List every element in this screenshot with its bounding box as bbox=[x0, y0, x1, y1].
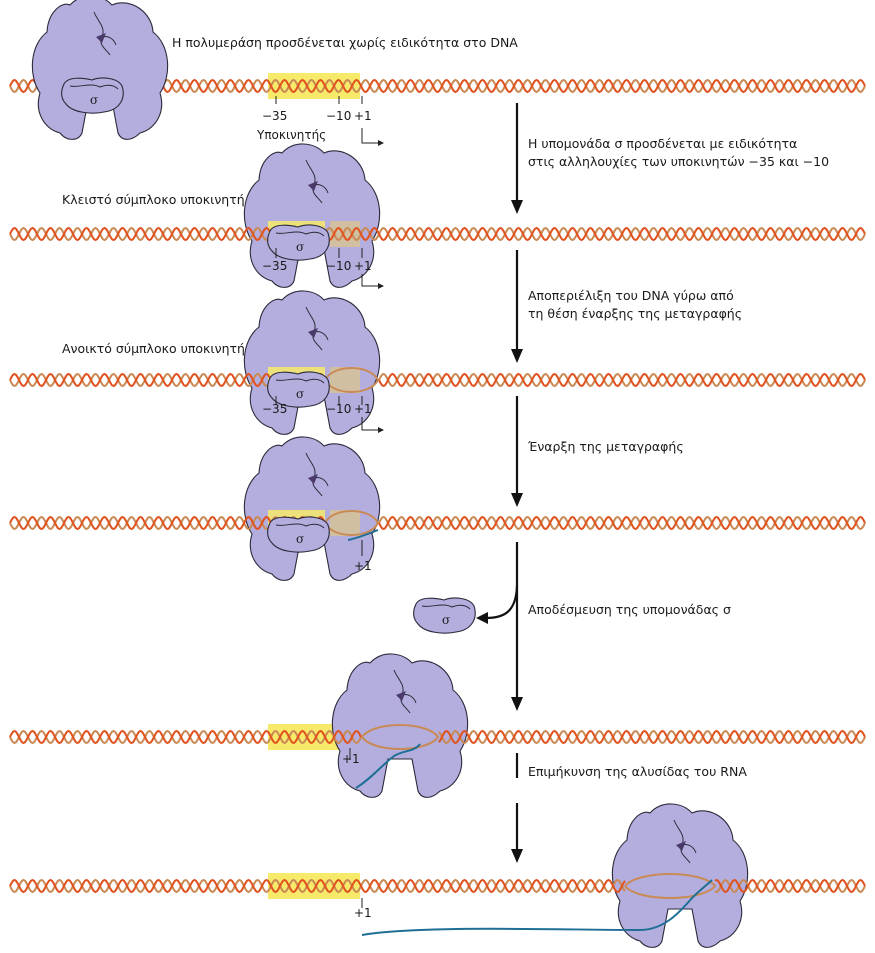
sigma-label: σ bbox=[90, 93, 98, 107]
released-sigma-subunit: σ bbox=[413, 597, 476, 634]
transcription-bubble bbox=[324, 367, 380, 393]
transcription-start-arrow bbox=[361, 128, 380, 144]
step-3: σ Ανοικτό σύμπλοκο υποκινητή −35 −10 +1 bbox=[9, 290, 866, 435]
step-caption: Ανοικτό σύμπλοκο υποκινητή bbox=[62, 341, 245, 356]
minus35-label: −35 bbox=[262, 402, 287, 416]
sigma-label: σ bbox=[296, 387, 304, 401]
sigma-label: σ bbox=[296, 240, 304, 254]
dna-strand bbox=[9, 226, 866, 242]
promoter-label: Υποκινητής bbox=[256, 128, 326, 142]
plus1-label: +1 bbox=[354, 559, 372, 573]
minus10-label: −10 bbox=[326, 109, 351, 123]
plus1-label: +1 bbox=[354, 402, 372, 416]
promoter-highlight bbox=[268, 873, 360, 899]
step-caption: Κλειστό σύμπλοκο υποκινητή bbox=[62, 192, 245, 207]
process-arrows bbox=[476, 103, 523, 863]
sigma-label: σ bbox=[296, 532, 304, 546]
minus10-label: −10 bbox=[326, 402, 351, 416]
minus35-label: −35 bbox=[262, 109, 287, 123]
sigma-subunit: σ bbox=[267, 224, 330, 261]
sigma-subunit: σ bbox=[267, 516, 330, 553]
plus1-label: +1 bbox=[354, 906, 372, 920]
minus10-label: −10 bbox=[326, 259, 351, 273]
sigma-subunit: σ bbox=[61, 77, 124, 114]
plus1-label: +1 bbox=[354, 109, 372, 123]
step-caption: Η πολυμεράση προσδένεται χωρίς ειδικότητ… bbox=[172, 35, 518, 50]
transcription-bubble bbox=[361, 724, 440, 750]
dna-strand bbox=[9, 729, 866, 745]
dna-helix bbox=[9, 873, 866, 899]
transition-caption-5: Επιμήκυνση της αλυσίδας του RNA bbox=[528, 764, 747, 779]
sigma-subunit: σ bbox=[267, 371, 330, 408]
transcription-bubble bbox=[624, 873, 717, 899]
transition-caption-1b: στις αλληλουχίες των υποκινητών −35 και … bbox=[528, 154, 829, 169]
rna-transcript bbox=[347, 529, 379, 541]
step-1: σ Η πολυμεράση προσδένεται χωρίς ειδικότ… bbox=[9, 0, 866, 146]
rna-transcript bbox=[361, 879, 713, 936]
transcription-start-arrow bbox=[361, 417, 380, 431]
step-2: σ Κλειστό σύμπλοκο υποκινητή −35 −10 +1 bbox=[9, 143, 866, 289]
dna-helix bbox=[9, 367, 866, 393]
promoter-highlight bbox=[268, 73, 360, 99]
dna-helix bbox=[9, 510, 866, 536]
transcription-bubble bbox=[324, 510, 380, 536]
dna-helix bbox=[9, 724, 866, 750]
transition-caption-1a: Η υπομονάδα σ προσδένεται με ειδικότητα bbox=[528, 136, 797, 151]
transcription-start-arrow bbox=[361, 274, 380, 287]
step-4: σ +1 bbox=[9, 436, 866, 581]
step-6: +1 bbox=[9, 803, 866, 948]
minus35-label: −35 bbox=[262, 259, 287, 273]
dna-strand bbox=[9, 729, 866, 745]
transition-caption-2a: Αποπεριέλιξη του DNA γύρω από bbox=[528, 288, 734, 303]
transition-caption-4: Αποδέσμευση της υπομονάδας σ bbox=[528, 602, 731, 617]
dna-helix bbox=[9, 226, 866, 242]
sigma-label: σ bbox=[442, 613, 450, 627]
dna-strand bbox=[9, 878, 866, 894]
transition-caption-2b: τη θέση έναρξης της μεταγραφής bbox=[528, 306, 742, 321]
rna-transcript bbox=[355, 743, 421, 789]
step-5: +1 bbox=[9, 653, 866, 798]
dna-strand bbox=[9, 226, 866, 242]
plus1-label: +1 bbox=[354, 259, 372, 273]
transition-caption-3: Έναρξη της μεταγραφής bbox=[527, 439, 684, 454]
rna-polymerase bbox=[611, 803, 749, 948]
rna-polymerase bbox=[31, 0, 169, 140]
sigma-release-arrow bbox=[485, 585, 519, 620]
plus1-label: +1 bbox=[342, 752, 360, 766]
